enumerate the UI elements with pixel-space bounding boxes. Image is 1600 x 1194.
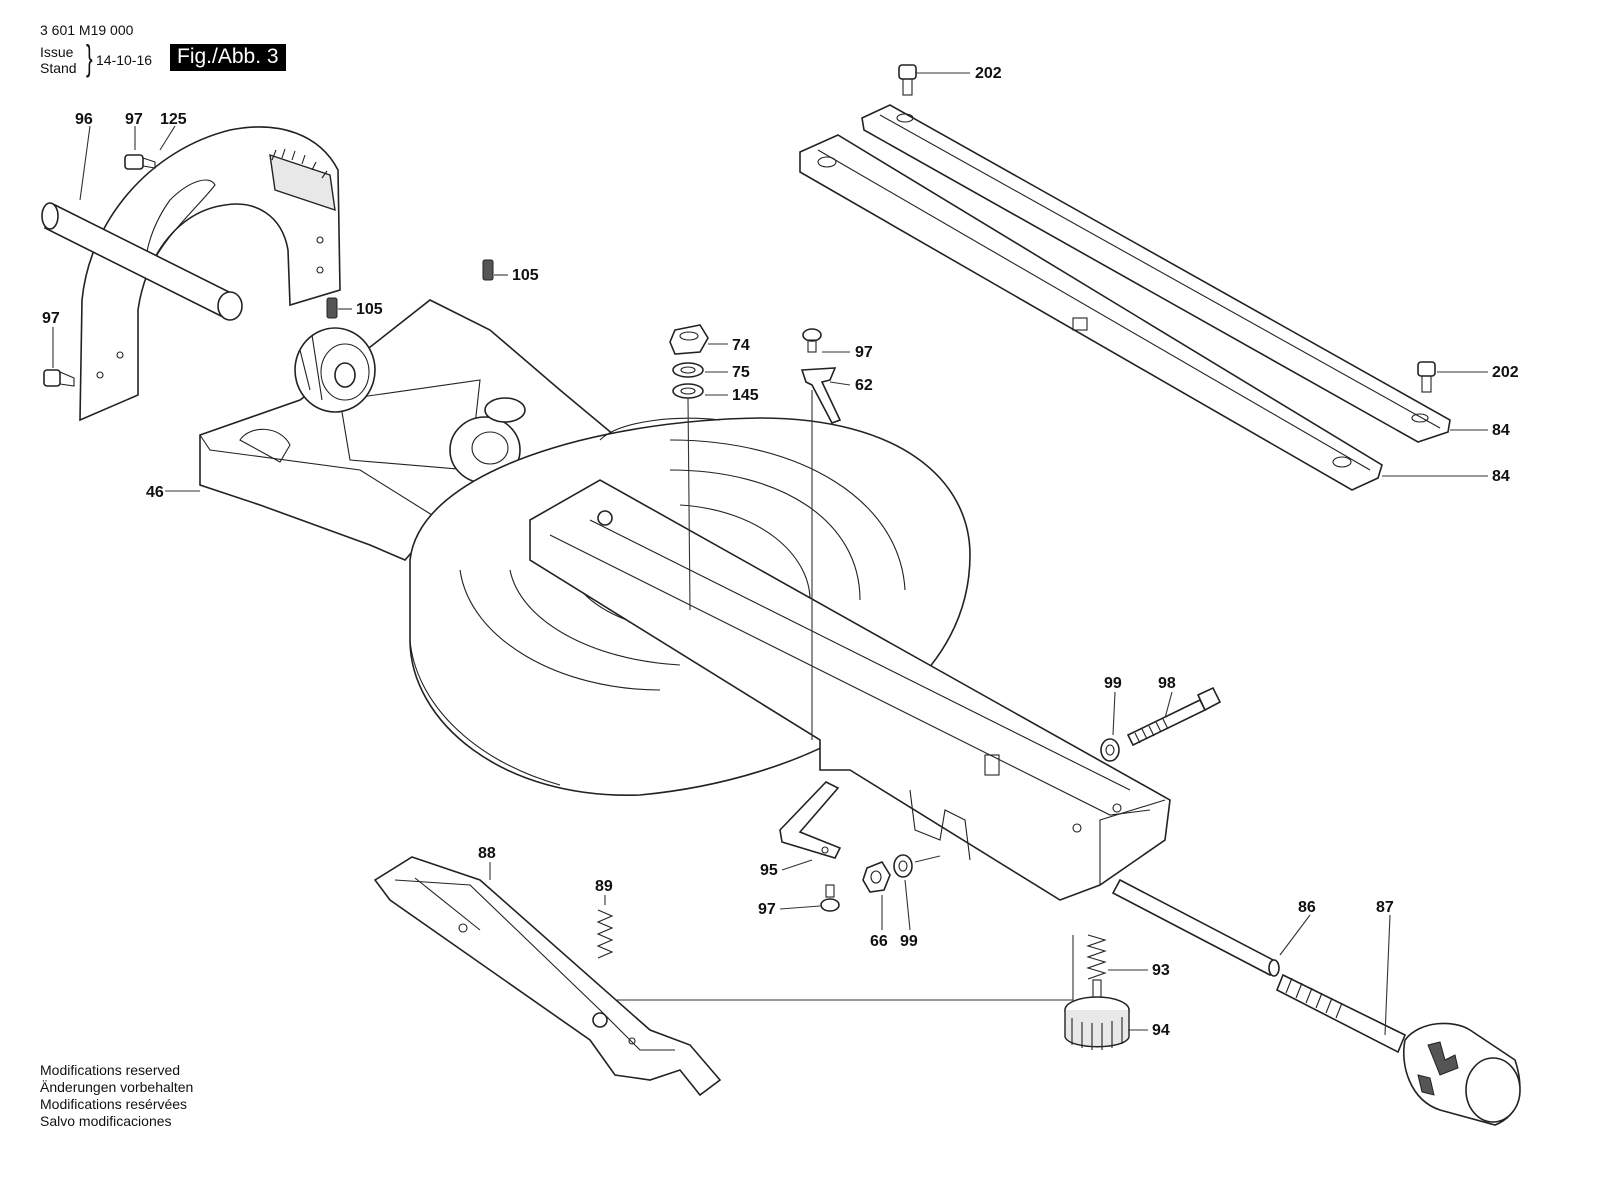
spring-93	[1086, 934, 1107, 1003]
lock-nut-74	[669, 324, 709, 355]
callout-96: 96	[75, 111, 93, 128]
fence-bar-lower	[799, 134, 1383, 491]
callout-95: 95	[760, 862, 778, 879]
document-number: 3 601 M19 000	[40, 22, 134, 38]
screw-97-left	[43, 369, 75, 387]
brace-glyph: }	[86, 37, 93, 78]
setscrew-105-a	[482, 259, 494, 281]
issue-label: Issue	[40, 44, 74, 60]
callout-94: 94	[1152, 1022, 1170, 1039]
callout-75: 75	[732, 364, 750, 381]
callout-74: 74	[732, 337, 750, 354]
pivot-bearing-left	[294, 327, 376, 413]
rod-86	[1111, 878, 1280, 977]
issue-stand-labels: Issue Stand	[40, 44, 77, 76]
callout-62: 62	[855, 377, 873, 394]
callout-labels: 96 97 125 97 105 105 46 74 75 145 97 62 …	[42, 65, 1519, 1039]
screw-202-top	[898, 64, 917, 96]
callout-66: 66	[870, 933, 888, 950]
callout-84: 84	[1492, 468, 1510, 485]
pivot-shaft	[41, 202, 243, 321]
note-fr: Modifications resérvées	[40, 1096, 188, 1112]
stand-label: Stand	[40, 60, 77, 76]
screw-202-right	[1417, 361, 1436, 393]
callout-105: 105	[512, 267, 539, 284]
callout-97: 97	[125, 111, 143, 128]
bevel-scale-plate	[79, 126, 341, 422]
callout-99: 99	[900, 933, 918, 950]
callout-86: 86	[1298, 899, 1316, 916]
bolt-98	[1126, 686, 1222, 747]
modification-notes: Modifications reserved Änderungen vorbeh…	[40, 1062, 193, 1130]
callout-98: 98	[1158, 675, 1176, 692]
washer-99-upper	[1100, 738, 1120, 762]
callout-97: 97	[855, 344, 873, 361]
figure-label: Fig./Abb. 3	[170, 44, 286, 71]
spring-89	[596, 909, 614, 959]
callout-145: 145	[732, 387, 759, 404]
callout-97: 97	[758, 901, 776, 918]
washer-99-lower	[893, 854, 913, 878]
callout-87: 87	[1376, 899, 1394, 916]
setscrew-105-b	[326, 297, 338, 319]
callout-88: 88	[478, 845, 496, 862]
bracket-95	[779, 781, 842, 859]
washer-145	[672, 383, 704, 399]
callout-84: 84	[1492, 422, 1510, 439]
callout-125: 125	[160, 111, 187, 128]
callout-97: 97	[42, 310, 60, 327]
issue-date: 14-10-16	[96, 52, 153, 68]
screw-97-lower	[820, 884, 840, 912]
callout-202: 202	[1492, 364, 1519, 381]
screw-97-mid	[802, 328, 822, 353]
washer-75	[672, 362, 704, 378]
screw-97-top	[124, 154, 156, 170]
nut-66	[862, 861, 891, 893]
note-de: Änderungen vorbehalten	[40, 1079, 194, 1095]
note-en: Modifications reserved	[40, 1062, 181, 1078]
note-es: Salvo modificaciones	[40, 1113, 172, 1129]
callout-99: 99	[1104, 675, 1122, 692]
bracket-62	[800, 367, 842, 424]
callout-202: 202	[975, 65, 1002, 82]
callout-46: 46	[146, 484, 164, 501]
callout-93: 93	[1152, 962, 1170, 979]
callout-105: 105	[356, 301, 383, 318]
leader-lines	[52, 72, 1488, 1036]
callout-89: 89	[595, 878, 613, 895]
handle-88	[373, 856, 722, 1097]
knob-94	[1064, 996, 1130, 1050]
lock-knob-87	[1275, 973, 1521, 1126]
fence-bar-upper	[861, 104, 1451, 443]
